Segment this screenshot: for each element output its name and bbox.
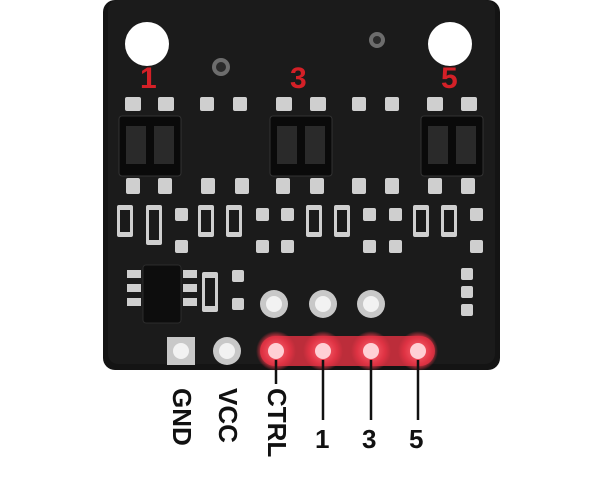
sensor-pads-top [125,97,477,111]
channel-label-1: 1 [140,62,157,95]
mounting-hole-left [125,22,169,66]
pin-label-1: 1 [315,424,330,454]
pin-label-5: 5 [409,424,424,454]
upper-through-holes [260,290,385,318]
channel-label-5: 5 [441,62,458,95]
pin-label-3: 3 [362,424,377,454]
resistor-row [117,205,483,253]
pin-leader-lines [274,360,420,420]
header-pins [167,331,438,371]
mounting-hole-right [428,22,472,66]
pin-label-vcc: VCC [213,388,243,443]
pin-label-gnd: GND [167,388,197,446]
mosfet-chip [127,264,244,324]
channel-label-3: 3 [290,62,307,95]
pin-label-ctrl: CTRL [262,388,292,458]
reflectance-sensors [118,115,484,177]
